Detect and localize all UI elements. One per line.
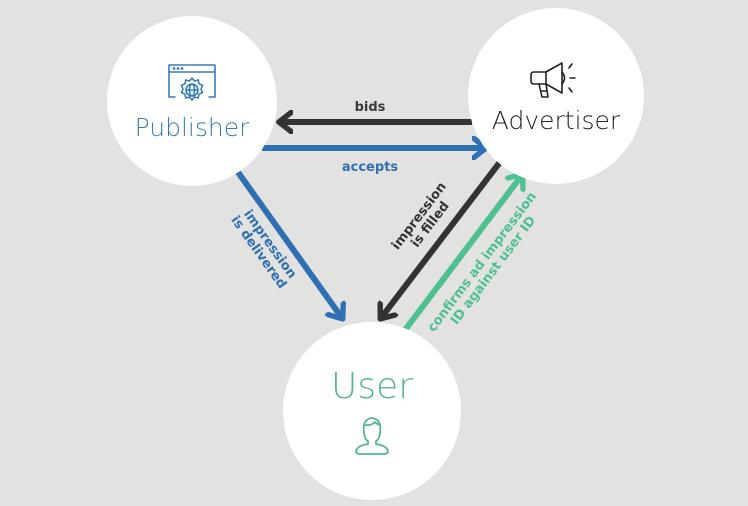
edge-delivered: impression is delivered [227,166,342,318]
confirms-arrow [402,175,522,332]
confirms-label-line2: ID against user ID [448,213,539,327]
publisher-node: Publisher [107,16,277,186]
advertiser-label: Advertiser [491,105,621,135]
edge-bids: bids [280,100,472,122]
person-icon [355,416,389,455]
user-node: User [283,322,461,500]
advertiser-node: Advertiser [468,8,644,184]
browser-gear-globe-icon [168,63,216,101]
delivered-arrow [232,166,342,318]
accepts-label: accepts [342,160,399,175]
filled-arrow [381,160,503,318]
megaphone-icon [530,61,576,98]
user-label: User [330,365,414,407]
bids-label: bids [355,100,386,115]
edge-accepts: accepts [262,148,485,175]
publisher-label: Publisher [134,112,250,142]
